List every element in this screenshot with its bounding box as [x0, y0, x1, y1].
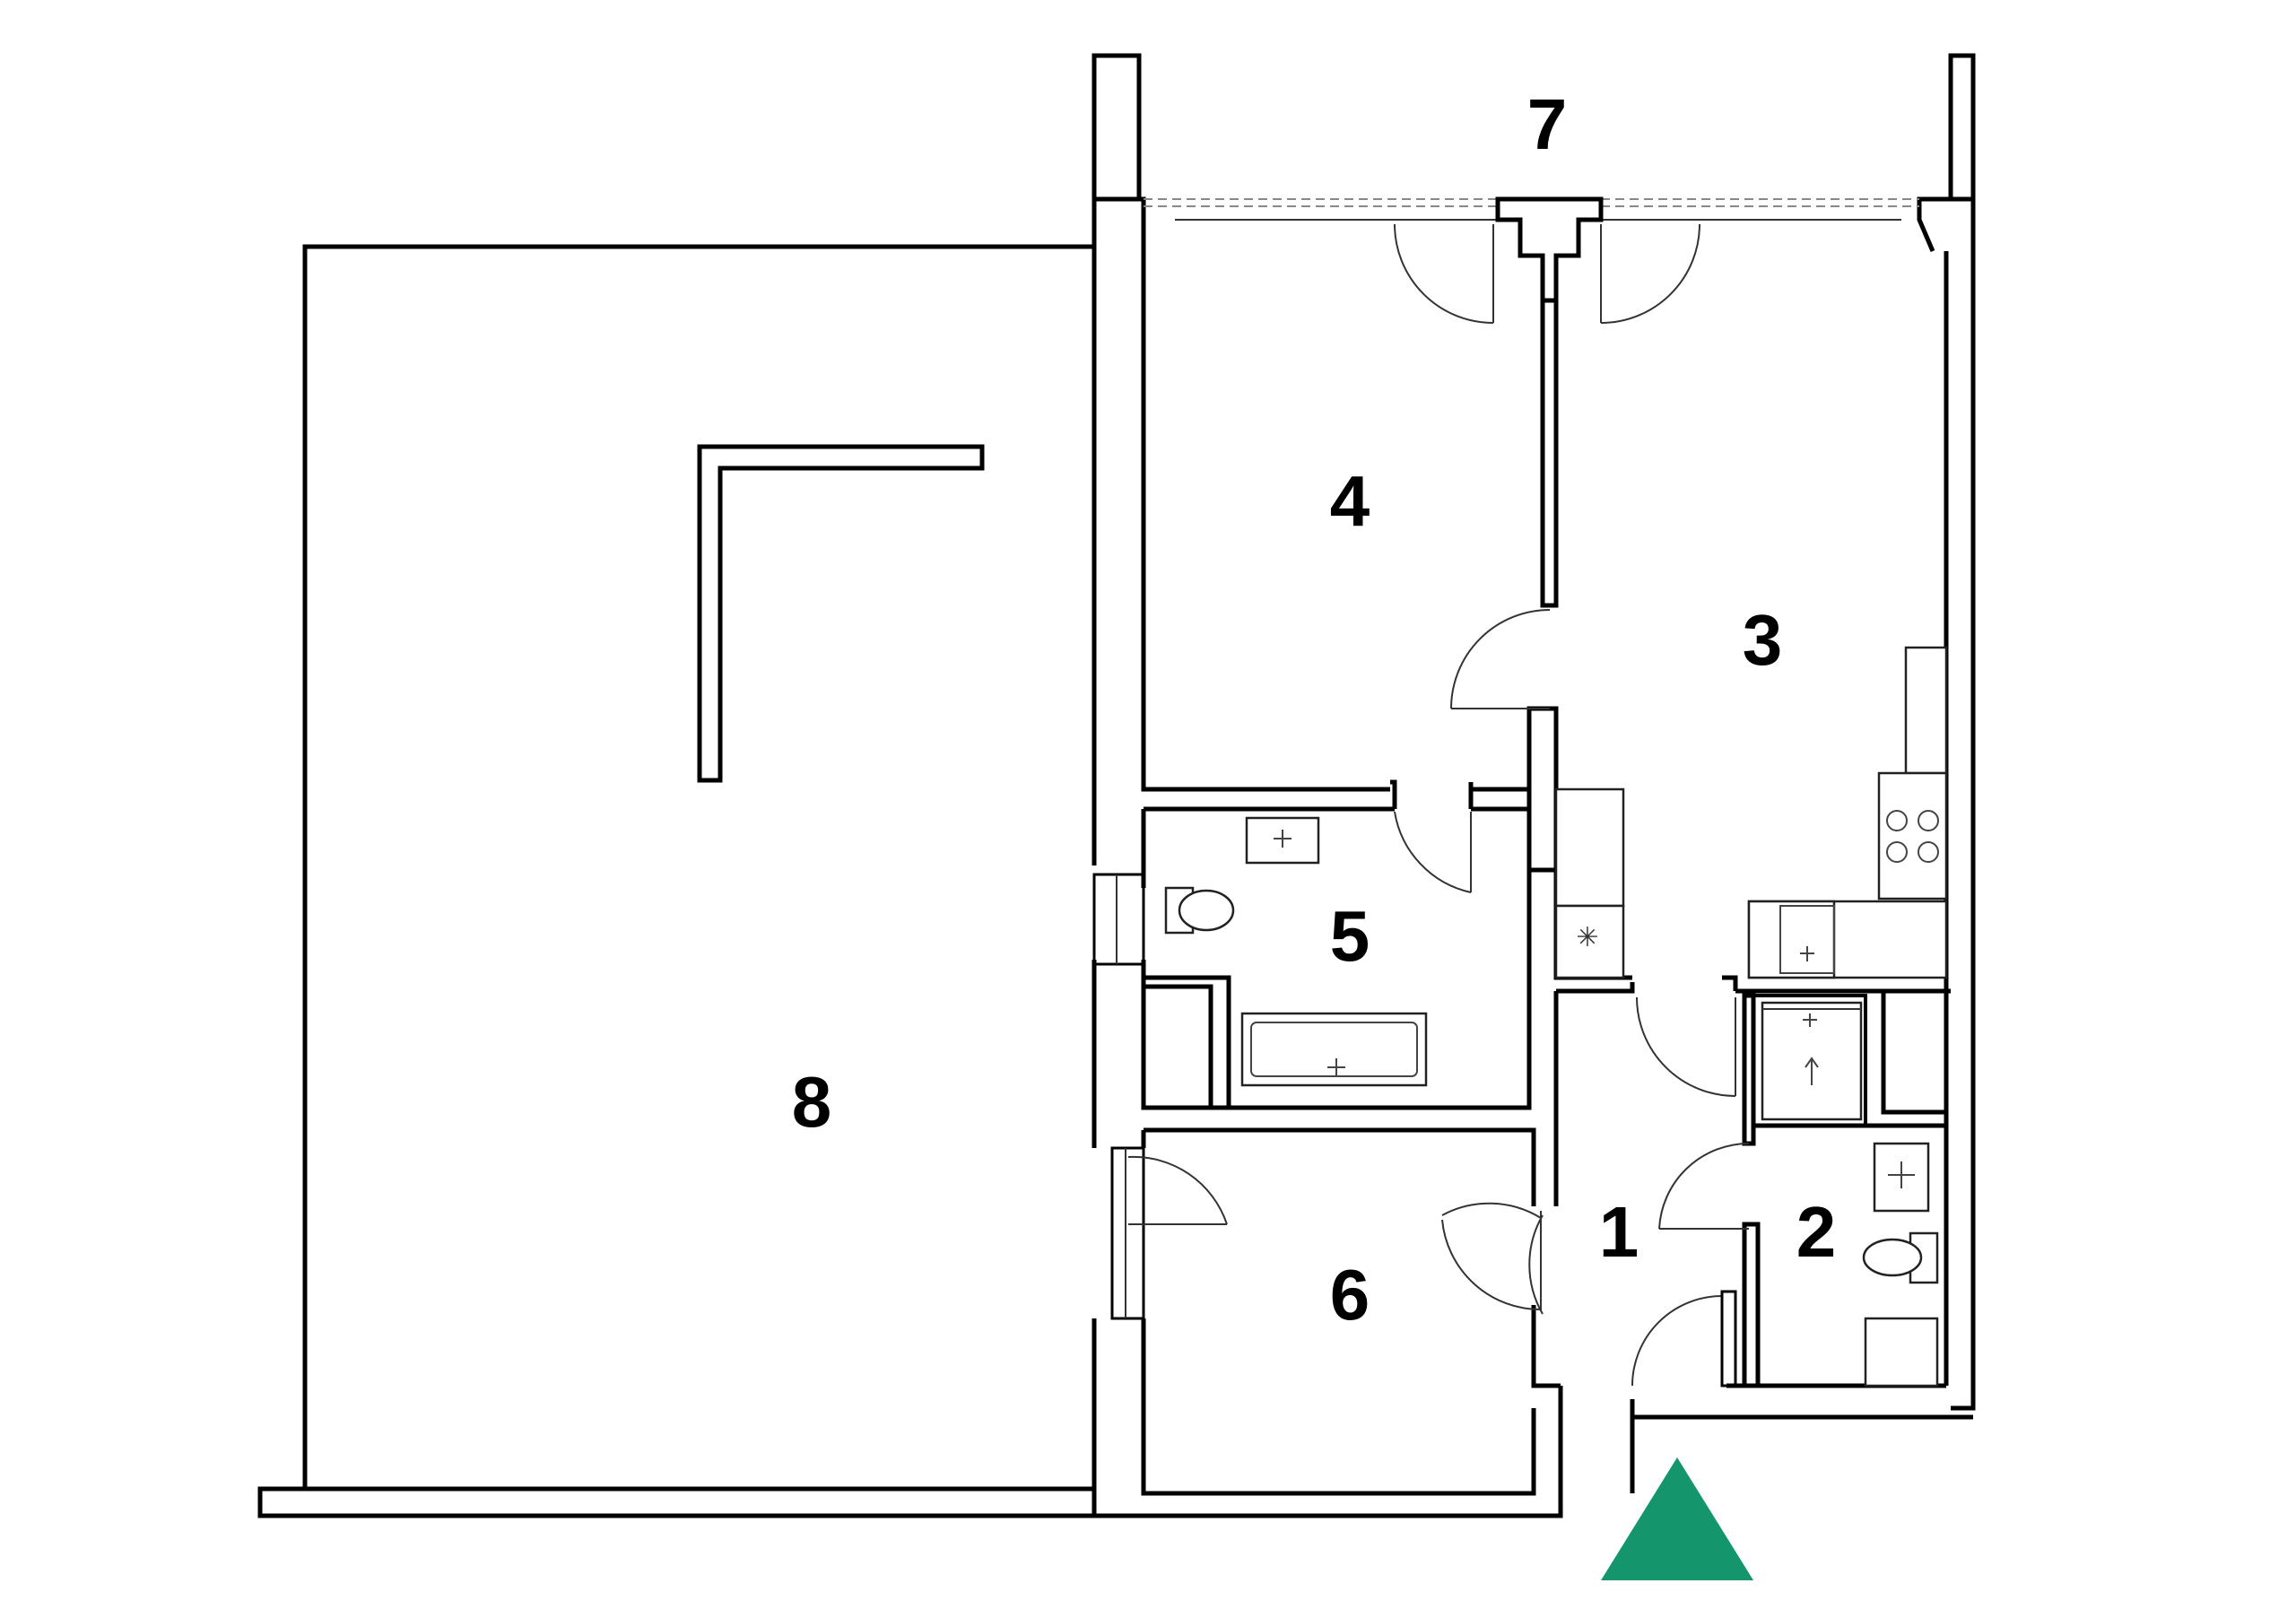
room-label-8: 8 [792, 1062, 832, 1142]
wc-fixtures [1761, 1001, 1939, 1387]
room-label-5: 5 [1330, 896, 1370, 976]
room-5-walls [1092, 806, 1532, 1110]
room-label-1: 1 [1599, 1192, 1639, 1272]
room-label-4: 4 [1330, 461, 1370, 541]
room-label-7: 7 [1527, 84, 1568, 164]
entrance-triangle-icon [1601, 1457, 1753, 1580]
room-2-walls [1752, 988, 1949, 1128]
room-labels: 7 4 3 5 8 1 2 6 [792, 84, 1837, 1335]
balcony-window [1144, 196, 1919, 324]
svg-text:✳: ✳ [1576, 922, 1598, 953]
terrace-outline [257, 244, 1097, 1518]
room-4-walls [1141, 251, 1559, 873]
room-label-3: 3 [1743, 600, 1783, 680]
outer-walls [1091, 53, 1976, 1518]
bathroom-fixtures [1164, 816, 1428, 1087]
room-label-6: 6 [1330, 1255, 1370, 1335]
kitchen-fixtures: ✳ [1553, 646, 1948, 980]
room-label-2: 2 [1796, 1192, 1837, 1272]
hall-walls [1553, 975, 1951, 1388]
room-6-walls [1110, 1127, 1561, 1388]
